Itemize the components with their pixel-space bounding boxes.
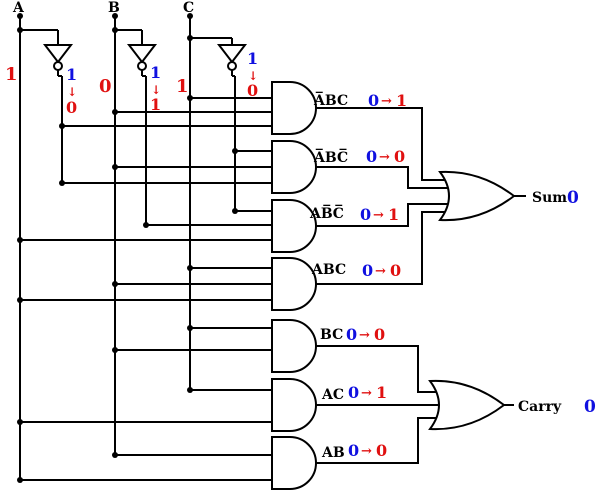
and-gate-5 [115, 319, 317, 373]
and-4-label: ABC 0 → 0 [311, 261, 401, 280]
and-5-label: BC 0 → 0 [320, 325, 385, 344]
svg-text:→: → [361, 386, 372, 401]
inverter-b [115, 29, 158, 225]
and-gate-2 [62, 140, 317, 194]
svg-text:0: 0 [362, 261, 373, 280]
svg-text:0: 0 [368, 91, 379, 110]
input-a-value: 1 [5, 64, 18, 85]
input-b-label: B [108, 0, 120, 16]
svg-text:A̅BC̅: A̅BC̅ [313, 147, 348, 166]
svg-text:→: → [373, 208, 384, 223]
svg-text:ABC: ABC [311, 262, 346, 278]
input-c-value: 1 [176, 76, 189, 97]
svg-text:→: → [375, 264, 386, 279]
svg-text:0: 0 [360, 205, 371, 224]
and-7-label: AB 0 → 0 [321, 441, 387, 461]
svg-text:BC: BC [320, 327, 343, 343]
svg-text:0: 0 [390, 261, 401, 280]
svg-text:AB̅C̅: AB̅C̅ [309, 203, 344, 222]
svg-text:↓: ↓ [151, 83, 161, 97]
svg-text:0: 0 [374, 325, 385, 344]
and-gate-1 [62, 81, 317, 135]
input-a-label: A [12, 0, 25, 16]
carry-value: 0 [584, 397, 596, 417]
svg-text:1: 1 [396, 91, 407, 110]
and-1-label: A̅BC 0 → 1 [313, 90, 407, 110]
input-c-label: C [183, 0, 194, 16]
svg-text:0: 0 [376, 441, 387, 460]
and-2-label: A̅BC̅ 0 → 0 [313, 147, 405, 166]
svg-text:→: → [361, 444, 372, 459]
inverter-a [20, 29, 74, 183]
svg-text:→: → [379, 150, 390, 165]
svg-text:1: 1 [150, 63, 161, 82]
svg-text:→: → [359, 328, 370, 343]
carry-wires [316, 345, 514, 464]
sum-label: Sum [532, 190, 567, 206]
svg-text:→: → [381, 94, 392, 109]
inverter-b-transition: 1 ↓ 1 [150, 63, 161, 114]
and-6-label: AC 0 → 1 [321, 383, 387, 403]
or-gate-carry [428, 379, 506, 431]
svg-text:↓: ↓ [67, 85, 77, 99]
and-3-label: AB̅C̅ 0 → 1 [309, 203, 399, 224]
and-gate-3 [20, 199, 317, 253]
and-gate-7 [20, 436, 317, 490]
sum-wires [316, 107, 526, 285]
svg-text:0: 0 [394, 147, 405, 166]
carry-label: Carry [518, 399, 562, 415]
svg-text:AC: AC [321, 387, 344, 403]
svg-text:A̅BC: A̅BC [313, 90, 348, 109]
svg-text:1: 1 [388, 205, 399, 224]
svg-text:0: 0 [348, 383, 359, 402]
svg-text:0: 0 [66, 98, 77, 117]
svg-text:1: 1 [247, 49, 258, 68]
or-gate-sum [438, 170, 516, 222]
svg-text:↓: ↓ [248, 69, 258, 83]
svg-text:AB: AB [321, 445, 345, 461]
inverter-a-transition: 1 ↓ 0 [66, 65, 77, 117]
input-lines [17, 13, 193, 480]
svg-text:0: 0 [366, 147, 377, 166]
inverter-c [190, 37, 248, 211]
inverter-c-transition: 1 ↓ 0 [247, 49, 258, 100]
sum-value: 0 [567, 188, 579, 208]
and-gate-4 [20, 257, 317, 311]
svg-text:0: 0 [348, 441, 359, 460]
svg-text:0: 0 [346, 325, 357, 344]
svg-text:0: 0 [247, 81, 258, 100]
svg-text:1: 1 [66, 65, 77, 84]
svg-text:1: 1 [150, 95, 161, 114]
svg-text:1: 1 [376, 383, 387, 402]
and-gate-6 [20, 378, 317, 432]
input-b-value: 0 [99, 76, 112, 97]
junction-dots [17, 27, 238, 483]
